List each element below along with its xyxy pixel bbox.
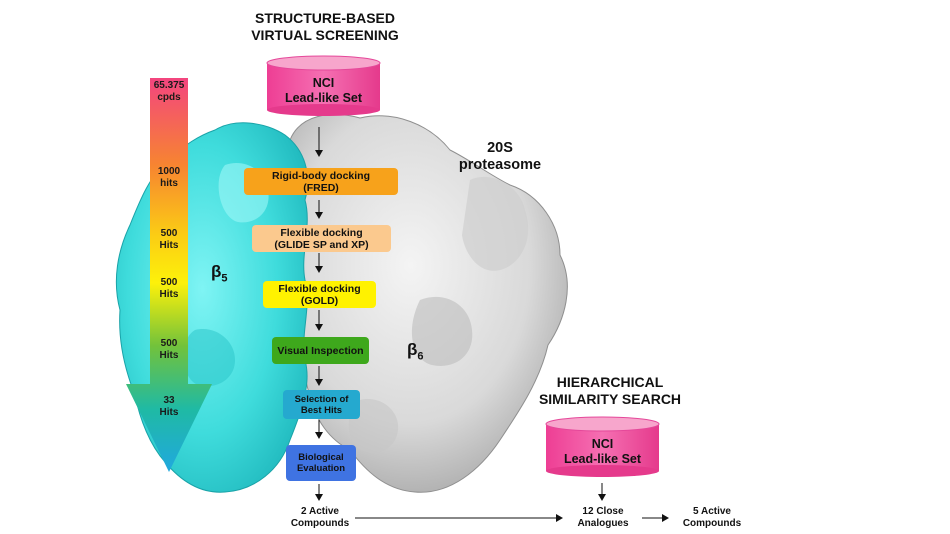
funnel-arrow <box>126 78 212 472</box>
step-flexible-docking-gold: Flexible docking(GOLD) <box>263 281 376 308</box>
funnel-label: 500 Hits <box>139 338 199 362</box>
result-line: 12 Close <box>582 506 624 517</box>
funnel-label-value: 33 <box>163 395 175 406</box>
funnel-label-value: 1000 <box>157 166 181 177</box>
result-line: Compounds <box>682 518 742 529</box>
step-label-line: Best Hits <box>300 404 343 416</box>
database-top-label-line: Lead-like Set <box>284 91 363 105</box>
result-line: Analogues <box>577 518 629 529</box>
beta5-symbol: β <box>211 262 222 281</box>
funnel-label: 65.375 cpds <box>139 80 199 104</box>
beta6-symbol: β <box>407 340 418 359</box>
funnel-label: 500 Hits <box>139 277 199 301</box>
virtual-screening-title-line: STRUCTURE-BASED <box>255 10 395 26</box>
database-right-label-line: Lead-like Set <box>563 452 642 466</box>
step-label-line: Biological <box>298 452 344 463</box>
similarity-search-title-line: SIMILARITY SEARCH <box>538 391 682 407</box>
database-right-label: NCI Lead-like Set <box>546 437 659 467</box>
step-label-line: Evaluation <box>296 463 346 474</box>
step-rigid-body-docking: Rigid-body docking(FRED) <box>244 168 398 195</box>
step-label-line: Visual Inspection <box>277 344 364 357</box>
funnel-label: 33 Hits <box>139 395 199 419</box>
proteasome-label: 20S proteasome <box>445 140 555 174</box>
database-right-label-line: NCI <box>591 437 614 451</box>
database-top-cylinder <box>266 55 381 116</box>
funnel-label-unit: Hits <box>159 240 179 251</box>
funnel-label-value: 500 <box>160 277 178 288</box>
workflow-arrows <box>315 127 669 522</box>
funnel-label-unit: Hits <box>159 350 179 361</box>
funnel-label-unit: hits <box>160 178 178 189</box>
beta5-label: β5 <box>211 262 228 284</box>
funnel-label-value: 500 <box>160 228 178 239</box>
database-right-cylinder <box>545 416 660 477</box>
result-active-compounds-vs: 2 Active Compounds <box>284 506 356 530</box>
similarity-search-title-line: HIERARCHICAL <box>556 374 664 390</box>
step-label-line: (GLIDE SP and XP) <box>274 238 369 251</box>
step-label-line: Flexible docking <box>278 282 361 295</box>
result-line: Compounds <box>290 518 350 529</box>
funnel-label: 1000 hits <box>139 166 199 190</box>
step-label-line: (FRED) <box>303 181 339 194</box>
beta5-subscript: 5 <box>221 272 228 285</box>
result-line: 2 Active <box>301 506 339 517</box>
proteasome-label-line: proteasome <box>458 157 542 173</box>
funnel-label-value: 65.375 <box>153 80 185 91</box>
step-label-line: Flexible docking <box>280 226 363 239</box>
step-label-line: (GOLD) <box>300 294 339 307</box>
result-line: 5 Active <box>693 506 731 517</box>
funnel-label-unit: cpds <box>157 92 181 103</box>
database-top-label: NCI Lead-like Set <box>267 76 380 106</box>
funnel-label-unit: Hits <box>159 407 179 418</box>
proteasome-label-line: 20S <box>487 140 513 156</box>
virtual-screening-title-line: VIRTUAL SCREENING <box>251 27 399 43</box>
beta6-label: β6 <box>407 340 424 362</box>
funnel-label-unit: Hits <box>159 289 179 300</box>
step-label-line: Rigid-body docking <box>272 169 370 182</box>
funnel-label-value: 500 <box>160 338 178 349</box>
step-visual-inspection: Visual Inspection <box>272 337 369 364</box>
beta6-subscript: 6 <box>417 350 424 363</box>
step-label-line: Selection of <box>294 393 349 405</box>
virtual-screening-title: STRUCTURE-BASED VIRTUAL SCREENING <box>220 10 430 44</box>
similarity-search-title: HIERARCHICAL SIMILARITY SEARCH <box>510 374 710 408</box>
result-close-analogues: 12 Close Analogues <box>565 506 641 530</box>
database-top-label-line: NCI <box>312 76 335 90</box>
step-flexible-docking-glide: Flexible docking(GLIDE SP and XP) <box>252 225 391 252</box>
funnel-label: 500 Hits <box>139 228 199 252</box>
result-active-compounds-hs: 5 Active Compounds <box>672 506 752 530</box>
